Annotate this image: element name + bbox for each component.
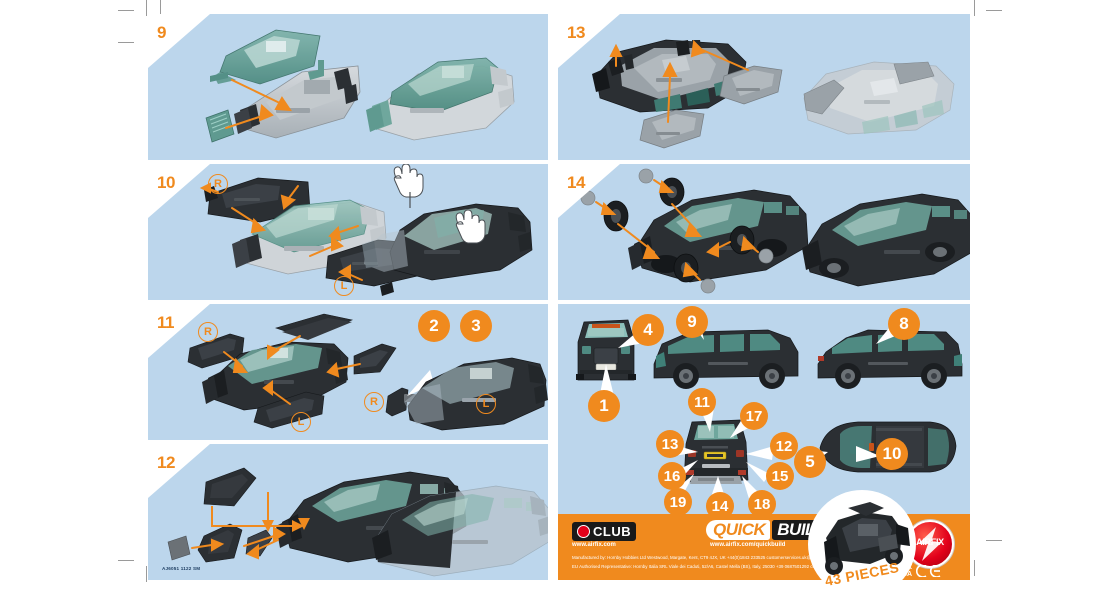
step-10-illustration <box>199 164 533 296</box>
step-panel-9: 9 <box>148 14 548 160</box>
decal-callout-9: 9 <box>676 306 708 338</box>
step-12-flag: 12 <box>148 444 210 498</box>
step-11-number: 11 <box>157 313 174 332</box>
crop-mark <box>146 566 147 582</box>
decal-callout-11: 11 <box>688 388 716 416</box>
decal-callout-1: 1 <box>588 390 620 422</box>
step-14-number: 14 <box>567 173 585 192</box>
quickbuild-word-quick: QUICK <box>706 520 771 540</box>
crop-mark <box>974 0 975 16</box>
crop-mark <box>160 0 161 16</box>
club-logo-text: CLUB <box>593 524 632 539</box>
club-roundel-icon <box>577 525 590 538</box>
ce-mark-icon <box>916 565 941 577</box>
decal-callout-18: 18 <box>748 490 776 514</box>
ukca-line-2: CA <box>902 571 913 578</box>
crop-mark <box>118 10 134 11</box>
right-side-elevation-art <box>817 329 963 389</box>
step-12-number: 12 <box>157 453 175 472</box>
right-mirror-marker: R <box>364 392 384 412</box>
decal-callout-12: 12 <box>770 432 798 460</box>
step-panel-11: 11 R L R L 2 3 <box>148 304 548 440</box>
airfix-wordmark: AIRFIX <box>916 537 944 547</box>
decal-callout-13: 13 <box>656 430 684 458</box>
decal-callout-14: 14 <box>706 492 734 514</box>
right-side-marker: R <box>208 174 228 194</box>
left-side-marker: L <box>291 412 311 432</box>
decal-callout-16: 16 <box>658 462 686 490</box>
step-panel-10: 10 R L <box>148 164 548 300</box>
step-14-flag: 14 <box>558 164 620 218</box>
pieces-badge: 43 PIECES <box>808 490 916 598</box>
step-panel-12: 12 AJ6051 1122 SM <box>148 444 548 580</box>
decal-callout-10: 10 <box>876 438 908 470</box>
decal-callout-19: 19 <box>664 488 692 514</box>
crop-mark <box>146 0 147 16</box>
right-side-marker: R <box>198 322 218 342</box>
legal-line-2: EU Authorised Representative: Hornby Ita… <box>572 564 875 569</box>
legal-line-1: Manufactured by: Hornby Hobbies Ltd West… <box>572 555 834 560</box>
step-12-illustration <box>167 467 548 577</box>
part-callout-3: 3 <box>460 310 492 342</box>
airfix-lightning-icon <box>918 527 942 561</box>
step-14-illustration <box>580 168 970 294</box>
decal-callout-8: 8 <box>888 308 920 340</box>
press-hand-icon-top <box>393 164 424 208</box>
press-hand-icon-mid <box>455 209 486 244</box>
crop-mark <box>974 560 975 576</box>
step-13-illustration <box>592 39 955 149</box>
step-11-illustration <box>187 313 548 431</box>
step-9-number: 9 <box>157 23 166 42</box>
crop-mark <box>986 540 1002 541</box>
decal-callout-5: 5 <box>794 446 826 478</box>
decal-callout-4: 4 <box>632 314 664 346</box>
part-callout-2: 2 <box>418 310 450 342</box>
crop-mark <box>986 10 1002 11</box>
step-panel-13: 13 <box>558 14 970 160</box>
left-mirror-marker: L <box>476 394 496 414</box>
left-side-marker: L <box>334 276 354 296</box>
airfix-club-logo: CLUB <box>572 522 637 541</box>
crop-mark <box>118 42 134 43</box>
decal-callout-15: 15 <box>766 462 794 490</box>
quickbuild-url[interactable]: www.airfix.com/quickbuild <box>710 542 786 548</box>
crop-mark <box>118 560 134 561</box>
step-10-flag: 10 <box>148 164 210 218</box>
left-side-elevation-art <box>653 329 799 389</box>
step-9-flag: 9 <box>148 14 210 68</box>
step-9-illustration <box>205 29 515 143</box>
product-code: AJ6051 1122 SM <box>162 566 201 571</box>
airfix-url[interactable]: www.airfix.com <box>572 542 616 548</box>
decal-callout-17: 17 <box>740 402 768 430</box>
pieces-badge-photo <box>824 502 910 575</box>
step-13-flag: 13 <box>558 14 620 68</box>
decal-panel: 4 1 9 8 11 17 13 12 16 15 19 14 18 5 10 <box>558 304 970 514</box>
step-13-number: 13 <box>567 23 585 42</box>
step-10-number: 10 <box>157 173 175 192</box>
step-panel-14: 14 <box>558 164 970 300</box>
